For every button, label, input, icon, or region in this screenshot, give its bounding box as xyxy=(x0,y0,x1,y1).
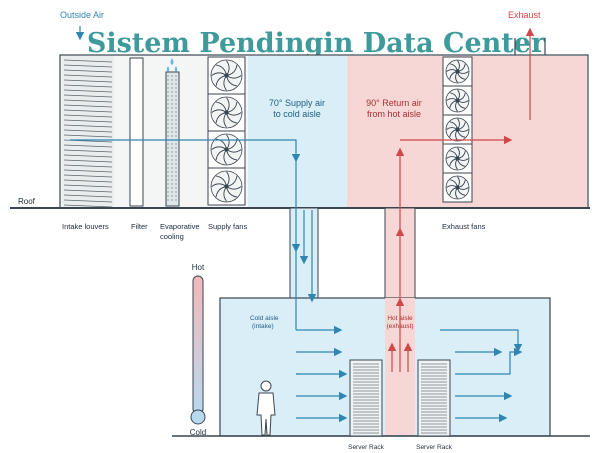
exhaust-label: Exhaust xyxy=(508,10,541,20)
supply-fans xyxy=(207,56,246,206)
roof-label: Roof xyxy=(18,197,36,206)
filter-label: Filter xyxy=(131,222,148,231)
evaporative-cooling-label-line1: Evaporative xyxy=(160,222,200,231)
server-rack-right xyxy=(417,359,451,437)
cold-aisle-label-line1: Cold aisle xyxy=(250,315,279,322)
cold-label: Cold xyxy=(190,428,206,437)
supply-air-chamber xyxy=(248,56,347,207)
fan-icon xyxy=(207,167,246,206)
intake-louvers xyxy=(62,56,114,208)
supply-air-label-line2: to cold aisle xyxy=(273,109,321,119)
diagram-title: Sistem Pendingin Data Center xyxy=(87,28,546,59)
fan-icon xyxy=(207,93,246,132)
evaporative-cooling-label-line2: cooling xyxy=(160,232,184,241)
fan-icon xyxy=(442,172,473,203)
thermometer-icon xyxy=(190,275,206,425)
water-drops-icon xyxy=(166,58,178,72)
supply-fans-label: Supply fans xyxy=(208,222,247,231)
fan-icon xyxy=(442,85,473,116)
evaporative-cooling-pad xyxy=(165,58,180,207)
fan-icon xyxy=(207,56,246,95)
exhaust-airflow-arrows xyxy=(514,27,546,120)
hot-label: Hot xyxy=(192,263,205,272)
intake-airflow-arrows xyxy=(70,26,301,163)
return-airflow-arrows xyxy=(387,135,513,372)
filter xyxy=(129,57,144,207)
supply-airflow-arrows xyxy=(291,160,523,423)
cold-aisle-label-line2: (intake) xyxy=(252,323,274,330)
server-rack-right-label: Server Rack xyxy=(416,444,453,451)
fan-icon xyxy=(442,114,473,145)
fan-icon xyxy=(207,130,246,169)
return-air-label-line1: 90° Return air xyxy=(366,98,422,108)
exhaust-fans-label: Exhaust fans xyxy=(442,222,486,231)
fan-icon xyxy=(442,56,473,87)
hot-aisle-label-line1: Hot aisle xyxy=(387,315,413,322)
outside-air-label: Outside Air xyxy=(60,10,104,20)
intake-louvers-label: Intake louvers xyxy=(62,222,109,231)
hot-aisle-label-line2: (exhaust) xyxy=(386,323,413,330)
person-silhouette-icon xyxy=(256,380,276,436)
fan-icon xyxy=(442,143,473,174)
return-air-label-line2: from hot aisle xyxy=(367,109,421,119)
supply-air-label-line1: 70° Supply air xyxy=(269,98,325,108)
server-rack-left xyxy=(349,359,383,437)
exhaust-fans xyxy=(442,56,473,203)
server-rack-left-label: Server Rack xyxy=(348,444,385,451)
